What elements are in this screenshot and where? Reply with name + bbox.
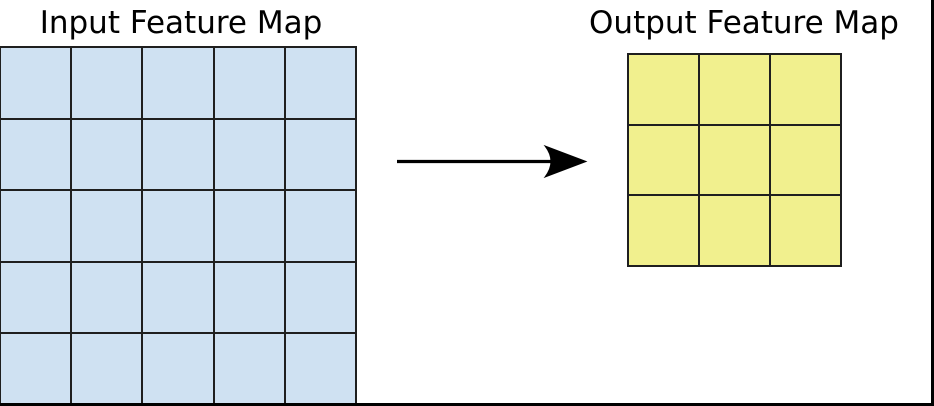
grid-cell (0, 47, 72, 119)
right-arrow-icon (390, 139, 595, 184)
grid-cell (0, 118, 72, 191)
output-feature-map-title: Output Feature Map (589, 5, 899, 41)
grid-cell (71, 261, 143, 334)
grid-cell (628, 195, 699, 266)
grid-cell (284, 47, 356, 119)
grid-cell (213, 47, 285, 119)
grid-cell (213, 333, 285, 403)
input-grid (0, 46, 357, 403)
grid-cell (213, 190, 285, 262)
grid-cell (770, 54, 841, 125)
grid-cell (770, 195, 841, 266)
grid-cell (0, 190, 72, 262)
grid-cell (0, 333, 72, 403)
output-grid (627, 53, 842, 267)
grid-cell (142, 118, 214, 191)
grid-cell (699, 54, 770, 125)
grid-cell (628, 124, 699, 196)
grid-cell (699, 124, 770, 196)
grid-cell (142, 47, 214, 119)
grid-cell (284, 333, 356, 403)
grid-cell (71, 333, 143, 403)
right-arrow-glyph (397, 144, 588, 179)
grid-cell (142, 261, 214, 334)
grid-cell (284, 190, 356, 262)
grid-cell (284, 118, 356, 191)
grid-cell (699, 195, 770, 266)
grid-cell (71, 190, 143, 262)
grid-cell (71, 118, 143, 191)
grid-cell (71, 47, 143, 119)
grid-cell (0, 261, 72, 334)
grid-cell (770, 124, 841, 196)
input-feature-map-title: Input Feature Map (39, 5, 323, 41)
grid-cell (284, 261, 356, 334)
grid-cell (142, 333, 214, 403)
grid-cell (628, 54, 699, 125)
grid-cell (213, 261, 285, 334)
grid-cell (213, 118, 285, 191)
grid-cell (142, 190, 214, 262)
